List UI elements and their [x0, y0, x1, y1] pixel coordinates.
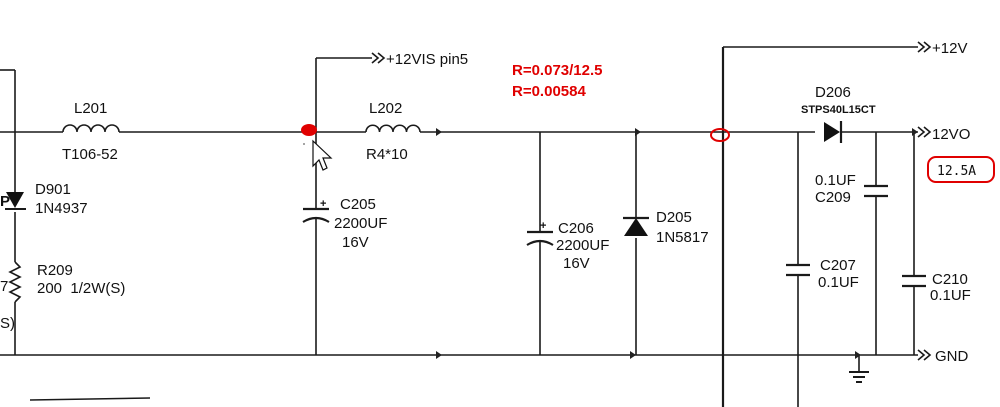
c205-voltage: 16V [342, 234, 369, 251]
r209-value: 200 1/2W(S) [37, 280, 125, 297]
left-fragment-7: 7 [0, 278, 8, 295]
wires [0, 46, 918, 407]
highlight-dot-left [301, 124, 317, 136]
note-r-formula: R=0.073/12.5 [512, 62, 603, 79]
diode-d205: D205 1N5817 [623, 209, 709, 246]
l201-ref: L201 [74, 100, 107, 117]
c209-ref: C209 [815, 189, 851, 206]
c207-ref: C207 [820, 257, 856, 274]
d901-ref: D901 [35, 181, 71, 198]
c205-value: 2200UF [334, 215, 387, 232]
net-label-12vo: 12VO [917, 126, 970, 143]
c210-ref: C210 [932, 271, 968, 288]
inductor-l201: L201 T106-52 [62, 100, 120, 163]
svg-text:+: + [320, 198, 326, 210]
c206-ref: C206 [558, 220, 594, 237]
c210-value: 0.1UF [930, 287, 971, 304]
diode-d206: D206 STPS40L15CT [801, 84, 876, 143]
ground-symbol [849, 371, 869, 383]
highlight-circle-right [710, 128, 730, 142]
note-r-value: R=0.00584 [512, 83, 586, 100]
red-annotations: R=0.073/12.5 R=0.00584 12.5A [301, 62, 995, 183]
capacitor-c205: + C205 2200UF 16V [302, 196, 387, 251]
l202-ref: L202 [369, 100, 402, 117]
c205-ref: C205 [340, 196, 376, 213]
c209-value: 0.1UF [815, 172, 856, 189]
current-label: 12.5A [937, 164, 976, 179]
capacitor-c210: C210 0.1UF [902, 271, 971, 304]
d206-ref: D206 [815, 84, 851, 101]
svg-text:+: + [540, 220, 546, 232]
d205-ref: D205 [656, 209, 692, 226]
capacitor-c209: 0.1UF C209 [815, 172, 888, 206]
capacitor-c207: C207 0.1UF [786, 257, 859, 291]
net-label-12v: +12V [917, 40, 967, 57]
inductor-l202: L202 R4*10 [365, 100, 421, 163]
d206-value: STPS40L15CT [801, 104, 876, 116]
r209-ref: R209 [37, 262, 73, 279]
net-12v-text: +12V [932, 40, 967, 57]
c207-value: 0.1UF [818, 274, 859, 291]
d901-fragment: P [0, 193, 10, 210]
net-label-vis: +12VIS pin5 [371, 51, 468, 68]
net-gnd-text: GND [935, 348, 969, 365]
c206-value: 2200UF [556, 237, 609, 254]
net-vis-text: +12VIS pin5 [386, 51, 468, 68]
capacitor-c206: + C206 2200UF 16V [526, 220, 609, 272]
rail-marks [436, 128, 918, 359]
left-fragment-s: S) [0, 315, 15, 332]
diode-d901: P D901 1N4937 [0, 181, 88, 217]
net-label-gnd: GND [917, 348, 969, 365]
l202-value: R4*10 [366, 146, 408, 163]
c206-voltage: 16V [563, 255, 590, 272]
l201-value: T106-52 [62, 146, 118, 163]
current-highlight-box [927, 156, 995, 183]
d901-value: 1N4937 [35, 200, 88, 217]
net-12vo-text: 12VO [932, 126, 970, 143]
resistor-r209: R209 200 1/2W(S) 7 S) [0, 261, 125, 332]
d205-value: 1N5817 [656, 229, 709, 246]
mouse-cursor-icon [303, 139, 333, 171]
